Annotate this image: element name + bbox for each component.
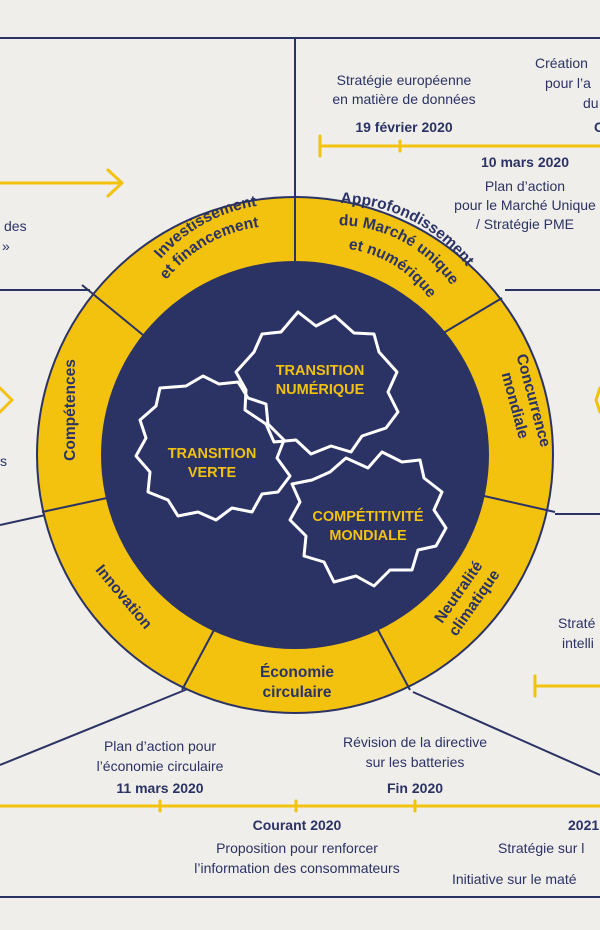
top-right-panel: Stratégie européenne en matière de donné…	[332, 55, 600, 232]
gear-green-label-1: TRANSITION	[168, 446, 257, 462]
left-fragment-s: s	[0, 453, 7, 469]
single-market-plan-line-3: / Stratégie PME	[476, 216, 574, 232]
left-fragment-des: des	[4, 218, 27, 234]
left-fragments: des » s	[0, 218, 27, 469]
single-market-plan-line-2: pour le Marché Unique	[454, 197, 596, 213]
bottom-panel: Plan d’action pour l’économie circulaire…	[97, 734, 600, 887]
segment-circular-economy-label-2: circulaire	[263, 684, 332, 701]
date-10-mars-2020: 10 mars 2020	[481, 154, 569, 170]
date-11-mars-2020: 11 mars 2020	[116, 780, 203, 796]
segment-skills-label: Compétences	[62, 359, 79, 461]
date-2021: 2021	[568, 817, 599, 833]
circular-plan-line-1: Plan d’action pour	[104, 738, 216, 754]
gear-competitive-label-1: COMPÉTITIVITÉ	[312, 508, 424, 525]
strategy-2021-line-2: Initiative sur le maté	[452, 871, 577, 887]
right-fragment-strategy: Straté	[558, 615, 596, 631]
gear-icon	[134, 310, 448, 588]
data-strategy-line-2: en matière de données	[332, 91, 475, 107]
right-fragment-intelli: intelli	[562, 635, 594, 651]
arrow-icon	[0, 168, 600, 414]
date-fin-2020: Fin 2020	[387, 780, 443, 796]
date-courant-2020: Courant 2020	[253, 817, 342, 833]
creation-clipped-2: pour l’a	[545, 75, 591, 91]
gear-digital-label-1: TRANSITION	[276, 363, 365, 379]
strategy-2021-line-1: Stratégie sur l	[498, 840, 584, 856]
frame-lines	[0, 37, 600, 898]
consumer-info-line-2: l’information des consommateurs	[194, 860, 399, 876]
creation-clipped-3: du	[583, 95, 599, 111]
date-19-feb-2020: 19 février 2020	[355, 119, 453, 135]
strategy-wheel	[36, 196, 556, 714]
timeline-top	[318, 134, 600, 158]
timeline-bottom	[0, 674, 600, 813]
single-market-plan-line-1: Plan d’action	[485, 178, 565, 194]
segment-circular-economy-label-1: Économie	[260, 664, 334, 681]
consumer-info-line-1: Proposition pour renforcer	[216, 840, 378, 856]
gear-digital-label-2: NUMÉRIQUE	[276, 381, 365, 398]
battery-directive-line-1: Révision de la directive	[343, 734, 487, 750]
gear-green-label-2: VERTE	[188, 465, 237, 481]
creation-clipped-4: C	[594, 119, 600, 135]
creation-clipped-1: Création	[535, 55, 588, 71]
gear-competitive-label-2: MONDIALE	[329, 528, 407, 544]
data-strategy-line-1: Stratégie européenne	[337, 72, 472, 88]
left-fragment-quote: »	[2, 238, 10, 254]
gear-labels: TRANSITION NUMÉRIQUE TRANSITION VERTE CO…	[168, 363, 424, 544]
battery-directive-line-2: sur les batteries	[366, 754, 465, 770]
right-fragments: Straté intelli	[558, 615, 596, 651]
circular-plan-line-2: l’économie circulaire	[97, 758, 224, 774]
